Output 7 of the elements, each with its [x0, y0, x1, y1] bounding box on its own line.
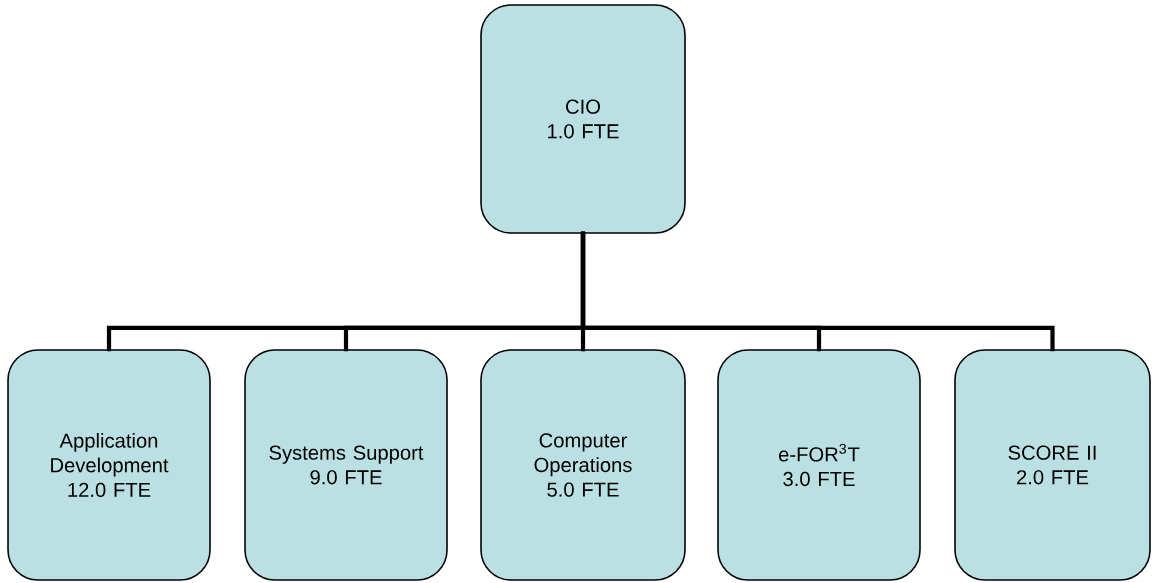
org-box: Computer Operations 5.0 FTE [480, 349, 686, 581]
org-box: Systems Support 9.0 FTE [244, 349, 448, 581]
org-box: CIO 1.0 FTE [480, 4, 686, 234]
org-box: SCORE II 2.0 FTE [954, 349, 1151, 581]
org-box: Application Development 12.0 FTE [7, 349, 211, 581]
org-box: e-FOR$^{3}$T 3.0 FTE [717, 349, 921, 581]
connector-line [580, 231, 1055, 352]
